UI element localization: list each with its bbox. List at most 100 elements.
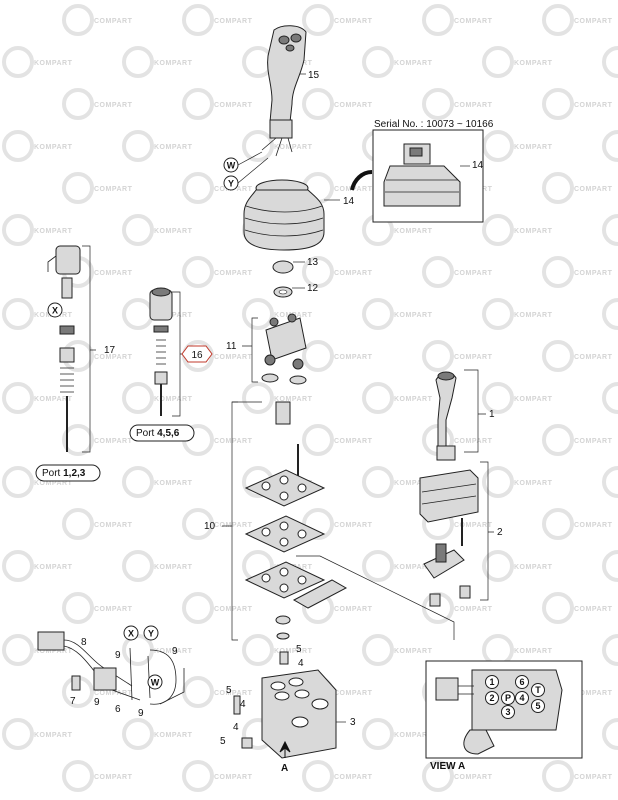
view-a-port-label: 4 (519, 693, 524, 703)
harness-w-letter: W (151, 678, 160, 688)
callout-13: 13 (307, 257, 319, 268)
watermark-text: KOMPART (394, 648, 433, 655)
view-a-arrow (279, 740, 291, 758)
watermark-text: KOMPART (394, 312, 433, 319)
watermark-ring (302, 256, 334, 288)
view-a-port-circle (531, 683, 545, 697)
watermark-text: COMPART (214, 690, 253, 697)
callout-2: 2 (497, 527, 503, 538)
callout-14a: 14 (343, 196, 355, 207)
watermark-text: COMPART (454, 102, 493, 109)
watermark-ring (302, 760, 334, 792)
watermark-ring (62, 4, 94, 36)
watermark-text: COMPART (334, 270, 373, 277)
callout-9c: 9 (172, 646, 178, 657)
callout-14b: 14 (472, 160, 484, 171)
watermark-ring (182, 4, 214, 36)
watermark-ring (422, 340, 454, 372)
watermark-text: COMPART (454, 606, 493, 613)
port-123-box (35, 464, 101, 482)
wiring-harness (37, 631, 185, 705)
watermark-text: KOMPART (514, 396, 553, 403)
watermark-text: COMPART (334, 690, 373, 697)
callout-9a: 9 (94, 697, 100, 708)
watermark-text: COMPART (214, 102, 253, 109)
callout-17: 17 (104, 345, 116, 356)
watermark-text: KOMPART (34, 732, 73, 739)
watermark-ring (242, 130, 274, 162)
watermark-ring (542, 760, 574, 792)
watermark-text: COMPART (214, 522, 253, 529)
watermark-ring (422, 760, 454, 792)
watermark-ring (542, 4, 574, 36)
watermark-ring (182, 760, 214, 792)
watermark-ring (2, 550, 34, 582)
watermark-ring (62, 760, 94, 792)
view-a-port-circle (515, 675, 529, 689)
watermark-text: COMPART (334, 438, 373, 445)
harness-w-marker (147, 674, 163, 690)
watermark-ring (602, 466, 618, 498)
watermark-text: KOMPART (514, 648, 553, 655)
watermark-ring (302, 4, 334, 36)
watermark-ring (2, 130, 34, 162)
port-456-box (129, 424, 195, 442)
watermark-text: KOMPART (514, 480, 553, 487)
watermark-text: COMPART (334, 774, 373, 781)
watermark-text: COMPART (94, 18, 133, 25)
callout-7: 7 (70, 696, 76, 707)
watermark-text: KOMPART (274, 144, 313, 151)
watermark-ring (2, 382, 34, 414)
watermark-text: COMPART (574, 354, 613, 361)
cam-plate-stack (244, 401, 348, 640)
watermark-text: COMPART (574, 438, 613, 445)
valve-body (233, 651, 337, 759)
watermark-ring (182, 172, 214, 204)
watermark-ring (482, 214, 514, 246)
view-a-port-circle (485, 675, 499, 689)
callout-10: 10 (204, 521, 216, 532)
watermark-ring (122, 550, 154, 582)
watermark-ring (602, 550, 618, 582)
harness-x-marker (123, 625, 139, 641)
watermark-text: KOMPART (274, 648, 313, 655)
watermark-text: KOMPART (34, 144, 73, 151)
watermark-ring (482, 382, 514, 414)
watermark-text: COMPART (334, 354, 373, 361)
watermark-text: KOMPART (394, 732, 433, 739)
port-123-label: Port 1,2,3 (42, 468, 86, 479)
watermark-ring (482, 298, 514, 330)
watermark-ring (182, 88, 214, 120)
callout-15: 15 (308, 70, 320, 81)
watermark-text: KOMPART (394, 228, 433, 235)
watermark-text: COMPART (214, 18, 253, 25)
watermark-text: KOMPART (154, 564, 193, 571)
view-a-port-label: 5 (535, 701, 540, 711)
watermark-ring (2, 466, 34, 498)
watermark-ring (2, 634, 34, 666)
watermark-text: COMPART (94, 774, 133, 781)
watermark-ring (602, 130, 618, 162)
watermark-ring (302, 424, 334, 456)
view-a-port-circle (531, 699, 545, 713)
watermark-text: KOMPART (514, 144, 553, 151)
watermark-text: COMPART (334, 102, 373, 109)
watermark-text: COMPART (454, 438, 493, 445)
watermark-text: KOMPART (514, 228, 553, 235)
watermark-ring (62, 508, 94, 540)
watermark-ring (122, 466, 154, 498)
spool-x-letter: X (52, 306, 58, 316)
callout-8: 8 (81, 637, 87, 648)
watermark-text: KOMPART (394, 60, 433, 67)
watermark-text: KOMPART (514, 564, 553, 571)
callout-16: 16 (191, 350, 203, 361)
watermark-ring (242, 634, 274, 666)
watermark-ring (182, 256, 214, 288)
watermark-ring (542, 340, 574, 372)
connector-y-letter: Y (228, 179, 234, 189)
watermark-ring (122, 382, 154, 414)
watermark-ring (2, 298, 34, 330)
watermark-text: COMPART (214, 270, 253, 277)
watermark-ring (602, 634, 618, 666)
callout-4c: 4 (233, 722, 239, 733)
